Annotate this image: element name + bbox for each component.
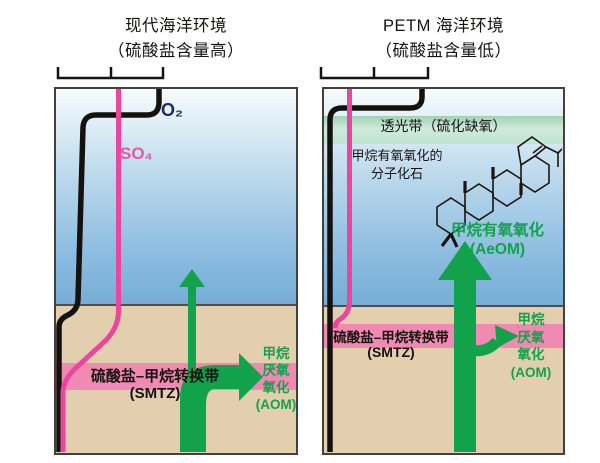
aom-label: 甲烷 厌氧 氧化 (AOM) [510,312,552,380]
aom-branch-arrow-head [495,325,519,348]
smtz-label-line2: (SMTZ) [129,385,181,402]
water-column [56,89,296,310]
o2-curve [327,89,425,452]
smtz-label-line2: (SMTZ) [367,344,415,360]
aom-branch-arrow-shaft [473,337,502,357]
hopanoid-molecule [436,136,562,248]
smtz-label-line1: 硫酸盐–甲烷转换带 [90,368,220,385]
right-panel-graphics [327,89,562,452]
aom-arrow [180,353,263,452]
so4-label: SO₄ [120,144,153,163]
smtz-label-line1: 硫酸盐–甲烷转换带 [333,330,449,345]
so4-curve [332,89,352,329]
left-title-line1: 现代海洋环境 [125,17,227,35]
biomarker-label: 甲烷有氧氧化的 分子化石 [351,148,443,181]
modern-ocean-panel [54,87,298,455]
petm-ocean-panel [322,87,565,455]
so4-curve [60,89,121,452]
aeom-arrow [438,241,492,452]
scale-bracket-left [56,67,165,80]
o2-curve [56,89,162,452]
left-title-line2: （硫酸盐含量高） [108,42,244,60]
aeom-label: 甲烷有氧氧化 (AeOM) [450,222,544,258]
methane-flux-arrow [179,269,205,389]
smtz-band [324,324,563,348]
right-title-line1: PETM 海洋环境 [383,17,504,35]
photic-zone-band [324,116,563,144]
left-panel-title: 现代海洋环境 （硫酸盐含量高） [54,14,298,64]
left-panel-graphics [56,89,263,452]
right-title-line2: （硫酸盐含量低） [375,42,512,60]
aom-label: 甲烷 厌氧 氧化 (AOM) [255,346,297,412]
scale-bracket-right [319,67,430,80]
right-panel-title: PETM 海洋环境 （硫酸盐含量低） [322,14,565,64]
scale-brackets [56,67,430,80]
photic-zone-label: 透光带（硫化缺氧） [380,118,507,134]
o2-label: O₂ [161,100,183,120]
